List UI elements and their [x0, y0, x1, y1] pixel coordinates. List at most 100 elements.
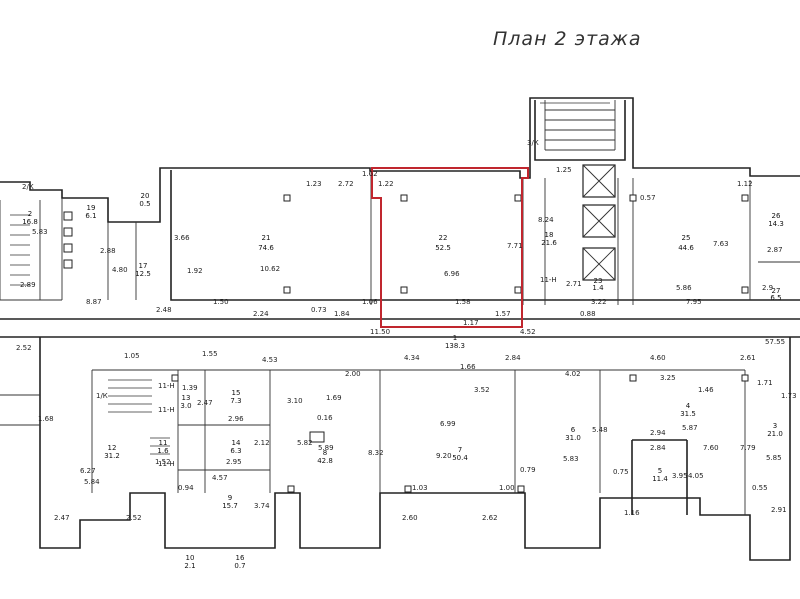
highlighted-unit-outline[interactable] — [371, 167, 529, 328]
room-21-num: 21 — [262, 234, 271, 242]
wc-fixtures — [63, 211, 73, 269]
dimension: 7.95 — [686, 298, 702, 306]
dimension: 2.47 — [197, 399, 213, 407]
corridor-label: 11-Н — [540, 276, 557, 284]
corridor-label: 11-Н — [158, 382, 175, 390]
dimension: 9.20 — [436, 452, 452, 460]
dimension: 1.71 — [757, 379, 773, 387]
dimension: 0.57 — [640, 194, 656, 202]
dimension: 1.92 — [187, 267, 203, 275]
dimension: 2.95 — [226, 458, 242, 466]
dimension: 1.05 — [124, 352, 140, 360]
room-labels: 22 52.5 21 74.6 25 44.6 26 14.3 27 6.5 2… — [22, 192, 784, 570]
dimension: 1.06 — [362, 298, 378, 306]
room-4-num: 4 — [686, 402, 691, 410]
plan-title: План 2 этажа — [493, 28, 642, 50]
dimension: 0.73 — [311, 306, 327, 314]
dimension: 5.48 — [592, 426, 608, 434]
room-15-num: 15 — [232, 389, 241, 397]
room-18-area: 21.6 — [541, 239, 557, 247]
dimension: 4.80 — [112, 266, 128, 274]
dimension: 2.84 — [505, 354, 521, 362]
room-4-area: 31.5 — [680, 410, 696, 418]
dimension: 3.25 — [660, 374, 676, 382]
room-20-area: 0.5 — [139, 200, 150, 208]
dimension: 2.89 — [20, 281, 36, 289]
dimension: 1.46 — [698, 386, 714, 394]
room-16-area: 0.7 — [234, 562, 245, 570]
lower-walls — [0, 337, 791, 561]
room-12-area: 31.2 — [104, 452, 120, 460]
dimension: 5.83 — [32, 228, 48, 236]
room-14-num: 14 — [232, 439, 241, 447]
dimension: 4.05 — [688, 472, 704, 480]
dimension: 0.16 — [317, 414, 333, 422]
dimension: 4.34 — [404, 354, 420, 362]
dimension: 8.32 — [368, 449, 384, 457]
dimension: 3.52 — [474, 386, 490, 394]
room-13-num: 13 — [182, 394, 191, 402]
room-23-area: 1.4 — [592, 284, 604, 292]
room-17-area: 12.5 — [135, 270, 151, 278]
room-25-area: 44.6 — [678, 244, 694, 252]
room-22-num: 22 — [439, 234, 448, 242]
room-17-num: 17 — [139, 262, 148, 270]
dimension: 11.50 — [370, 328, 390, 336]
room-9-num: 9 — [228, 494, 232, 502]
room-3-num: 3 — [773, 422, 777, 430]
dimension: 8.24 — [538, 216, 554, 224]
dimension: 2.71 — [566, 280, 582, 288]
dimension: 5.87 — [682, 424, 698, 432]
dimension: 1.62 — [362, 170, 378, 178]
elevator-shafts — [582, 164, 616, 281]
room-5-area: 11.4 — [652, 475, 668, 483]
dimension: 4.53 — [262, 356, 278, 364]
dimension: 6.96 — [444, 270, 460, 278]
upper-walls — [0, 97, 800, 338]
dimension: 1.23 — [306, 180, 322, 188]
dimension: 5.83 — [563, 455, 579, 463]
dimension: 1.39 — [182, 384, 198, 392]
room-19-num: 19 — [87, 204, 96, 212]
room-11-num: 11 — [159, 439, 168, 447]
room-3-area: 21.0 — [767, 430, 783, 438]
dimension: 4.02 — [565, 370, 581, 378]
dimension: 3.66 — [174, 234, 190, 242]
dimension: 2.61 — [740, 354, 756, 362]
dimension: 1.57 — [495, 310, 511, 318]
dimension: 1.84 — [334, 310, 350, 318]
room-10-num: 10 — [186, 554, 195, 562]
dimension: 1.00 — [499, 484, 515, 492]
dimension: 2.47 — [54, 514, 70, 522]
dimension: 1.17 — [463, 319, 479, 327]
dimension: 0.79 — [520, 466, 536, 474]
room-7-num: 7 — [458, 446, 462, 454]
dimension: 2.91 — [771, 506, 787, 514]
room-27-num: 27 — [772, 287, 781, 295]
stairs — [10, 102, 610, 455]
room-8-area: 42.8 — [317, 457, 333, 465]
room-1-area: 138.3 — [445, 342, 465, 350]
dimension: 2.9 — [762, 284, 773, 292]
dimension: 1.16 — [624, 509, 640, 517]
dimension: 10.62 — [260, 265, 280, 273]
stair-label-2k: 2/К — [22, 183, 34, 191]
room-5-num: 5 — [658, 467, 662, 475]
dimension: 2.72 — [338, 180, 354, 188]
dimension: 2.84 — [650, 444, 666, 452]
dimension: 0.55 — [752, 484, 768, 492]
dimension: 4.52 — [520, 328, 536, 336]
room-6-num: 6 — [571, 426, 576, 434]
dimension: 7.79 — [740, 444, 756, 452]
dimension: 1.25 — [556, 166, 572, 174]
dimension: 3.95 — [672, 472, 688, 480]
dimension: 0.75 — [613, 468, 629, 476]
room-10-area: 2.1 — [184, 562, 195, 570]
room-13-area: 3.0 — [180, 402, 191, 410]
dimension: 1.50 — [213, 298, 229, 306]
dimension: 2.88 — [100, 247, 116, 255]
dimension: 6.27 — [80, 467, 96, 475]
dimension: 2.48 — [156, 306, 172, 314]
dimension: 1.69 — [326, 394, 342, 402]
room-15-area: 7.3 — [230, 397, 241, 405]
